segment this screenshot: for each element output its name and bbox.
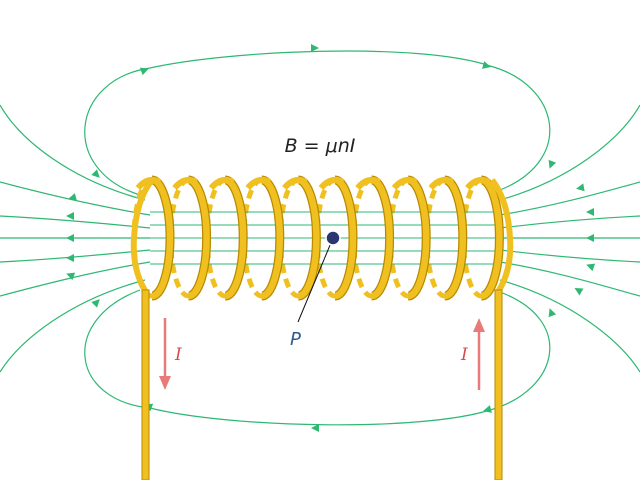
field-arrowhead — [586, 234, 594, 242]
magnetic-field-lines — [0, 44, 640, 432]
coil-front-8 — [444, 176, 467, 300]
field-line-2 — [0, 181, 151, 216]
coil-front-0 — [151, 176, 174, 300]
coil-front-5 — [334, 176, 357, 300]
field-arrowhead — [586, 208, 594, 216]
field-arrowhead — [576, 183, 585, 192]
field-arrow-18 — [586, 263, 596, 272]
field-arrow-1 — [139, 67, 149, 76]
field-arrowhead — [91, 299, 100, 308]
point-leader-line — [297, 237, 334, 323]
field-arrow-17 — [586, 234, 594, 242]
coil-front-7 — [407, 176, 430, 300]
field-arrow-12 — [66, 254, 74, 262]
coil-front-4 — [297, 176, 320, 300]
coil-crossover-3 — [245, 177, 272, 191]
field-arrowhead — [66, 254, 74, 262]
field-line-1 — [84, 289, 551, 426]
coil-crossover-1 — [172, 177, 198, 191]
point-p-marker — [325, 230, 341, 246]
coil-crossover-2 — [208, 177, 235, 191]
coil-front-6 — [371, 176, 393, 300]
field-arrowhead — [574, 288, 584, 296]
field-line-7 — [0, 104, 146, 201]
field-arrowhead — [139, 67, 149, 76]
field-arrowhead — [68, 193, 77, 201]
coil-front-3 — [261, 176, 284, 300]
field-arrow-15 — [576, 183, 585, 192]
field-line-10 — [499, 215, 640, 229]
field-arrow-11 — [66, 234, 74, 242]
field-line-3 — [0, 215, 151, 229]
field-arrowhead — [66, 212, 74, 220]
field-line-9 — [499, 181, 640, 216]
field-arrow-16 — [586, 208, 594, 216]
right-lead-wire — [494, 289, 503, 480]
field-arrowhead — [483, 405, 492, 413]
current-label-left: I — [174, 345, 182, 365]
field-arrowhead — [66, 272, 76, 281]
field-line-0 — [84, 50, 551, 196]
field-line-6 — [0, 261, 151, 297]
field-arrow-13 — [66, 272, 76, 281]
field-arrow-4 — [548, 159, 557, 169]
field-arrow-14 — [68, 193, 77, 201]
field-arrow-5 — [311, 424, 319, 432]
current-arrow-left — [159, 318, 171, 390]
field-arrowhead — [548, 308, 557, 318]
field-line-12 — [499, 249, 640, 263]
left-lead-wire — [141, 289, 150, 480]
field-arrow-9 — [548, 308, 557, 318]
field-equation: B = μnI — [285, 135, 356, 157]
field-arrowhead — [548, 159, 557, 169]
point-label: P — [290, 329, 301, 350]
field-arrowhead — [482, 61, 491, 69]
field-arrow-19 — [574, 288, 584, 296]
coil-crossover-9 — [465, 177, 491, 191]
field-arrowhead — [311, 44, 319, 52]
coil-front-2 — [224, 176, 247, 300]
coil-front-9 — [480, 176, 503, 300]
field-arrow-8 — [91, 299, 100, 308]
coil-crossover-4 — [282, 177, 308, 191]
field-arrowhead — [586, 263, 596, 272]
field-line-8 — [0, 279, 146, 373]
solenoid-coils-front — [130, 175, 514, 301]
field-arrow-7 — [483, 405, 492, 413]
field-line-15 — [499, 279, 640, 373]
coil-crossover-6 — [355, 177, 381, 191]
field-arrowhead — [66, 234, 74, 242]
field-line-14 — [499, 104, 640, 201]
field-line-13 — [499, 261, 640, 297]
coil-crossover-7 — [391, 177, 418, 191]
field-arrow-10 — [66, 212, 74, 220]
field-arrow-2 — [482, 61, 491, 69]
current-arrow-right — [473, 318, 485, 390]
current-label-right: I — [460, 345, 468, 365]
coil-crossover-5 — [318, 177, 345, 191]
coil-right-end — [489, 178, 514, 294]
coil-left-end — [130, 178, 155, 294]
field-line-5 — [0, 249, 151, 263]
field-arrowhead — [311, 424, 319, 432]
lead-wires — [141, 289, 503, 480]
field-arrow-0 — [311, 44, 319, 52]
coil-front-1 — [188, 176, 210, 300]
coil-crossover-8 — [428, 177, 455, 191]
